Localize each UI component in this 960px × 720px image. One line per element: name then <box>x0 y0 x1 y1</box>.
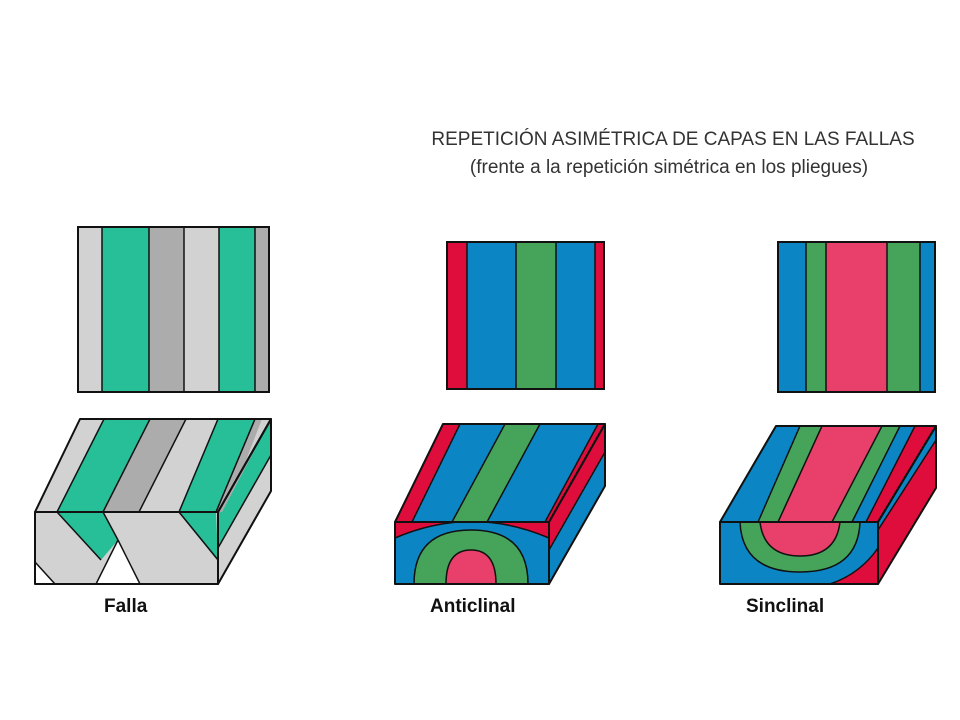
diagram-subtitle: (frente a la repetición simétrica en los… <box>469 157 869 178</box>
anticlinal-block <box>394 423 606 585</box>
sinclinal-block <box>719 425 937 585</box>
sinclinal-map-view <box>777 241 936 393</box>
falla-map-view <box>77 226 270 393</box>
falla-block <box>34 418 272 585</box>
label-anticlinal: Anticlinal <box>430 596 516 617</box>
anticlinal-map-view <box>446 241 605 390</box>
diagram-title: REPETICIÓN ASIMÉTRICA DE CAPAS EN LAS FA… <box>431 129 915 150</box>
label-sinclinal: Sinclinal <box>746 596 825 617</box>
label-falla: Falla <box>104 596 148 617</box>
